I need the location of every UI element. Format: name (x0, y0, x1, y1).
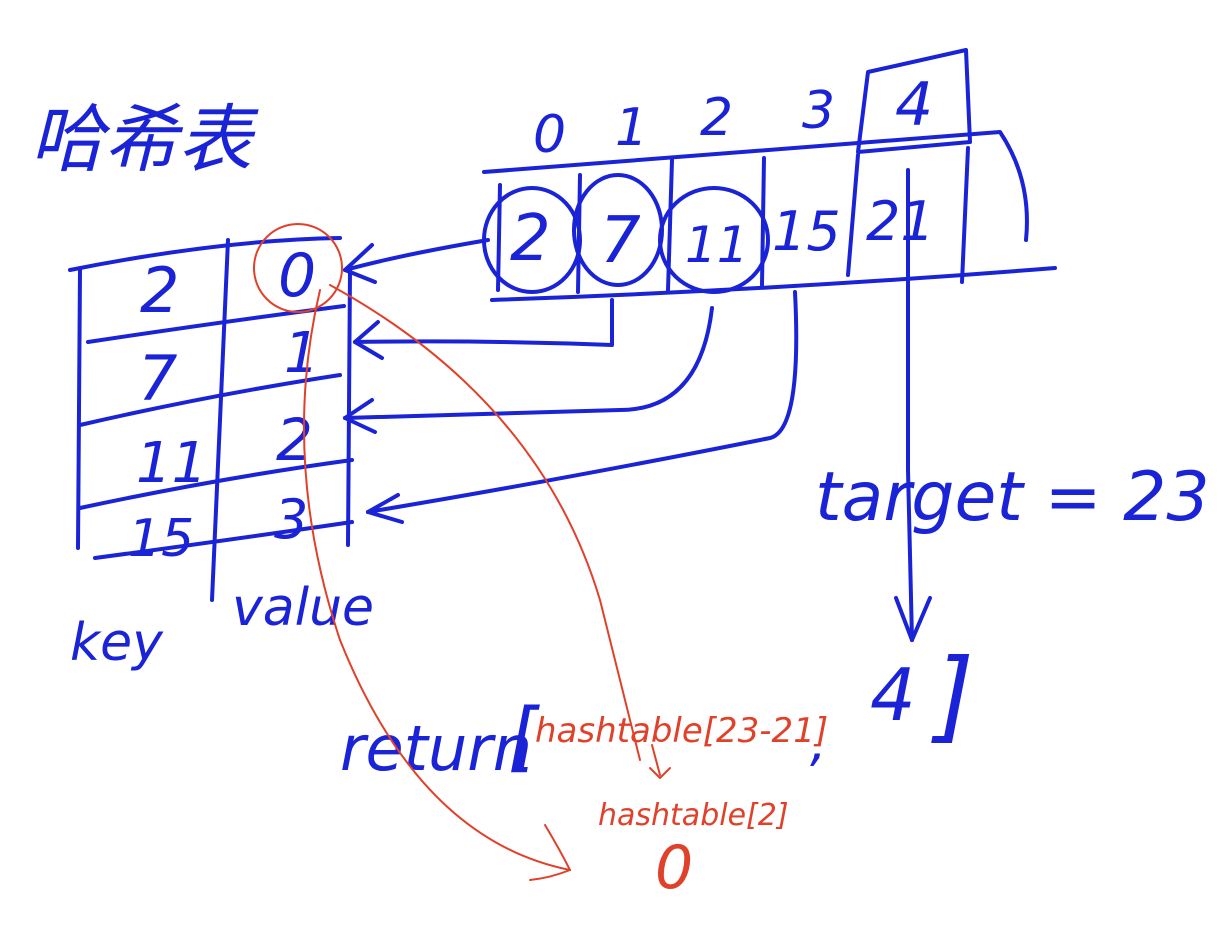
hash-table-grid (68, 236, 354, 602)
return-result: 0 (655, 833, 693, 903)
arrowhead-row2 (343, 398, 377, 434)
red-annotations (253, 223, 671, 881)
array-top-edge (482, 130, 1029, 242)
return-open-bracket: [ (508, 691, 540, 780)
table-key-2: 11 (136, 431, 207, 496)
red-arrow-simplify (651, 744, 661, 776)
table-value-0: 0 (278, 241, 316, 311)
array-divider-4 (846, 153, 860, 277)
table-value-1: 1 (284, 321, 320, 386)
array-index-0: 0 (533, 105, 566, 165)
array-value-0: 2 (510, 202, 551, 276)
array-index-labels: 0 1 2 3 4 (533, 70, 933, 165)
array-value-2: 11 (685, 216, 749, 274)
return-simplified-expr: hashtable[2] (598, 798, 789, 833)
array-index-1: 1 (615, 98, 648, 158)
array-circle-2 (658, 186, 770, 294)
table-column-divider (210, 238, 230, 602)
arrow-array4-down (906, 168, 914, 642)
return-index: 4 (870, 653, 916, 737)
red-curve-lookup (329, 284, 641, 761)
arrowhead-row1 (353, 320, 384, 360)
arrow-array0-to-row0 (343, 238, 490, 272)
value-column-label: value (232, 578, 374, 638)
target-label: target = 23 (815, 458, 1210, 537)
table-value-2: 2 (276, 406, 313, 474)
table-top-edge (68, 236, 342, 272)
return-close-bracket: ] (931, 637, 974, 754)
red-arrowhead-result (529, 824, 571, 881)
table-key-1: 7 (138, 342, 177, 415)
array-value-3: 15 (772, 200, 841, 263)
title-text: 哈希表 (30, 97, 259, 183)
table-left-edge (76, 268, 82, 550)
return-comma: , (810, 713, 827, 773)
table-bottom-edge (93, 520, 354, 560)
array-index-4: 4 (895, 70, 933, 140)
array-value-4: 21 (866, 190, 935, 253)
hash-table-values: 0 1 2 3 (274, 241, 320, 551)
arrowhead-row0 (343, 243, 377, 284)
red-curve-result (303, 289, 571, 871)
arrowhead-row3 (366, 493, 404, 524)
red-arrowhead-simplify (649, 767, 671, 779)
array-value-1: 7 (600, 204, 641, 278)
table-key-0: 2 (140, 254, 179, 327)
hash-table-keys: 2 7 11 15 (128, 254, 207, 569)
arrow-array1-to-row1 (353, 298, 614, 347)
insert-arrows (343, 168, 932, 642)
table-right-edge (346, 268, 352, 547)
array-divider-5 (960, 146, 970, 284)
arrowhead-array4-down (894, 596, 932, 642)
table-row-line-3 (78, 458, 354, 510)
table-key-3: 15 (128, 509, 194, 569)
array-values: 2 7 11 15 21 (510, 190, 935, 278)
array-index-2: 2 (700, 88, 733, 148)
return-keyword: return (340, 712, 532, 785)
array-index-3: 3 (802, 81, 835, 141)
table-value-3: 3 (274, 488, 308, 551)
key-column-label: key (70, 613, 164, 673)
array-bottom-edge (490, 266, 1057, 302)
arrow-array3-to-row3 (366, 290, 799, 514)
return-lookup-expr: hashtable[23-21] (535, 711, 828, 751)
index-4-highlight-box (856, 48, 972, 154)
red-circle-value-0 (253, 223, 343, 313)
return-expression: return [ hashtable[23-21] hashtable[2] ,… (340, 637, 974, 903)
arrow-array2-to-row2 (343, 306, 714, 420)
